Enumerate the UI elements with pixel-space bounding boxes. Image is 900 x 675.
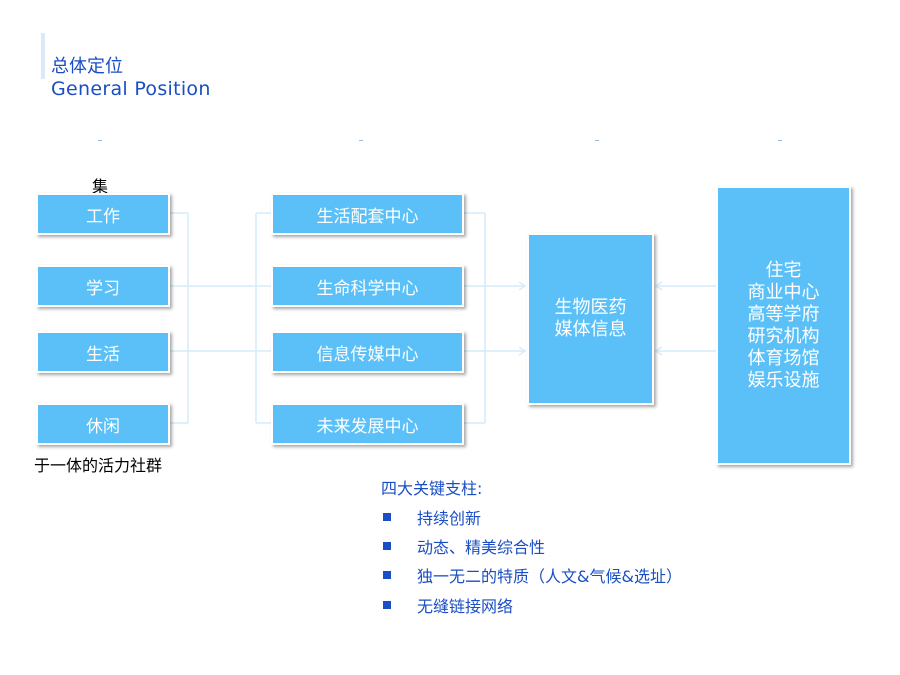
arrow-head: [518, 346, 527, 356]
page-title: 总体定位: [51, 56, 123, 77]
facility-line: 娱乐设施: [747, 369, 820, 391]
facility-line: 住宅: [765, 259, 802, 281]
pillar-text: 独一无二的特质（人文&气候&选址）: [417, 567, 682, 586]
arrow-head: [518, 281, 527, 291]
center-box: 生物医药 媒体信息: [527, 233, 654, 405]
box-work: 工作: [36, 193, 170, 235]
bullet-square-icon: [383, 542, 391, 550]
column-tick: [595, 140, 599, 141]
bullet-square-icon: [383, 571, 391, 579]
facility-line: 研究机构: [747, 325, 820, 347]
pillar-item: 持续创新: [381, 505, 481, 529]
column-tick: [98, 140, 102, 141]
column-tick: [778, 140, 782, 141]
box-future-development-center: 未来发展中心: [271, 403, 464, 445]
facility-line: 商业中心: [747, 281, 820, 303]
title-accent-bar: [41, 33, 45, 79]
arrow-head: [654, 346, 663, 356]
page-subtitle: General Position: [51, 78, 211, 100]
pillar-text: 无缝链接网络: [417, 597, 514, 616]
bullet-square-icon: [383, 601, 391, 609]
pillar-text: 持续创新: [417, 509, 482, 528]
bullet-square-icon: [383, 513, 391, 521]
pillar-item: 无缝链接网络: [381, 593, 513, 617]
facility-line: 高等学府: [747, 303, 820, 325]
box-information-media-center: 信息传媒中心: [271, 331, 464, 373]
left-column-label-bottom: 于一体的活力社群: [34, 456, 163, 475]
box-living-support-center: 生活配套中心: [271, 193, 464, 235]
column-tick: [359, 140, 363, 141]
facilities-box: 住宅 商业中心 高等学府 研究机构 体育场馆 娱乐设施: [716, 186, 851, 465]
box-study: 学习: [36, 265, 170, 307]
pillar-text: 动态、精美综合性: [417, 538, 546, 557]
pillar-item: 动态、精美综合性: [381, 534, 545, 558]
pillars-title: 四大关键支柱:: [381, 479, 483, 498]
center-box-line: 媒体信息: [554, 319, 627, 340]
pillar-item: 独一无二的特质（人文&气候&选址）: [381, 563, 682, 587]
box-leisure: 休闲: [36, 403, 170, 445]
arrow-head: [654, 281, 663, 291]
box-life: 生活: [36, 331, 170, 373]
center-box-line: 生物医药: [554, 297, 627, 318]
box-life-science-center: 生命科学中心: [271, 265, 464, 307]
left-column-label-top: 集: [92, 177, 109, 196]
facility-line: 体育场馆: [747, 347, 820, 369]
